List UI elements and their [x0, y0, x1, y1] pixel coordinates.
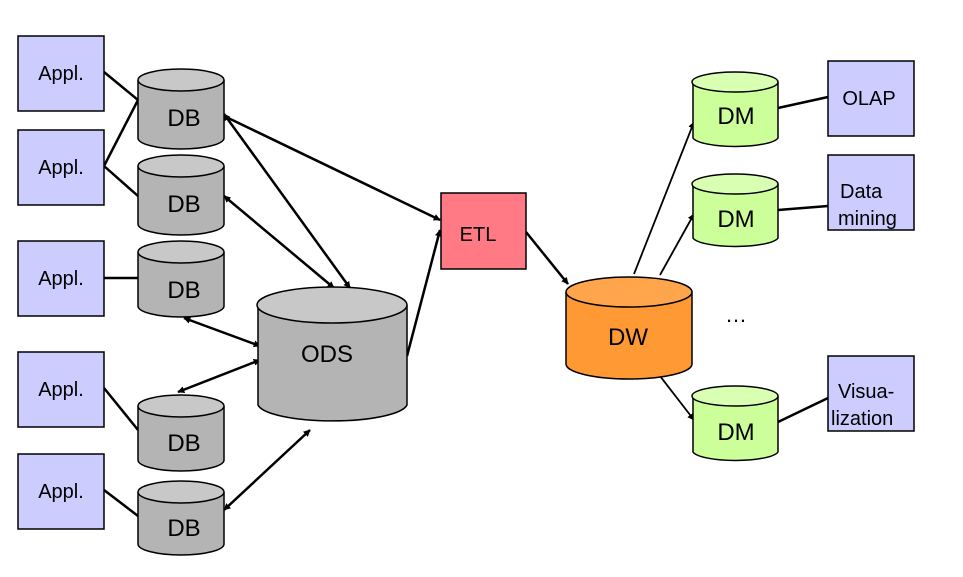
db-cylinder-2: DB — [137, 154, 225, 236]
arrow-db1-etl — [223, 114, 441, 222]
db-cylinder-3: DB — [137, 240, 225, 318]
dm-cylinder-3: DM — [691, 385, 779, 462]
application-boxes: Appl. Appl. Appl. Appl. Appl. — [17, 35, 105, 530]
analysis-tools: OLAP Data mining Visua- lization — [827, 60, 915, 432]
source-databases: DB DB DB DB DB — [137, 68, 225, 556]
arrow-dw-dm1 — [633, 121, 695, 275]
data-mining-box: Data mining — [827, 154, 915, 231]
etl-label: ETL — [460, 224, 497, 246]
link-appl1-db1 — [103, 71, 139, 101]
dm-cylinder-1: DM — [691, 71, 779, 148]
dm-cylinder-2: DM — [691, 173, 779, 248]
data-mining-label-line2: mining — [838, 208, 897, 230]
db-label: DB — [167, 277, 200, 304]
dw-cylinder: DW — [565, 276, 693, 380]
olap-label: OLAP — [842, 88, 895, 110]
arrow-db2-ods — [223, 195, 335, 289]
arrow-db5-ods — [223, 429, 311, 511]
connectors — [102, 71, 829, 517]
appl-label: Appl. — [38, 268, 84, 290]
appl-box-4: Appl. — [17, 351, 105, 428]
arrow-db3-ods — [183, 316, 261, 348]
db-label: DB — [167, 515, 200, 542]
link-appl2-db1 — [102, 99, 140, 167]
appl-label: Appl. — [38, 481, 84, 503]
db-label: DB — [167, 430, 200, 457]
more-data-marts-ellipsis: … — [725, 302, 747, 327]
db-cylinder-4: DB — [137, 394, 225, 472]
link-dm2-datamining — [777, 204, 829, 212]
dm-label: DM — [717, 419, 754, 446]
dm-label: DM — [717, 206, 754, 233]
arrow-ods-etl — [405, 229, 442, 357]
appl-label: Appl. — [38, 379, 84, 401]
arrow-dw-dm3 — [659, 375, 695, 421]
appl-box-1: Appl. — [17, 35, 105, 112]
appl-box-5: Appl. — [17, 453, 105, 530]
visualization-label-line1: Visua- — [838, 381, 894, 403]
db-label: DB — [167, 191, 200, 218]
arrow-db1-ods — [222, 113, 352, 289]
db-cylinder-5: DB — [137, 480, 225, 556]
db-cylinder-1: DB — [137, 68, 225, 150]
link-dm1-olap — [777, 95, 829, 110]
db-label: DB — [167, 105, 200, 132]
ods-cylinder: ODS — [256, 286, 408, 422]
appl-label: Appl. — [38, 63, 84, 85]
dm-label: DM — [717, 103, 754, 130]
appl-box-2: Appl. — [17, 129, 105, 206]
appl-box-3: Appl. — [17, 240, 105, 317]
etl-box: ETL — [440, 192, 527, 270]
link-appl2-db2 — [103, 165, 139, 197]
arrow-db4-ods — [177, 358, 261, 394]
appl-label: Appl. — [38, 157, 84, 179]
link-dm3-visualization — [777, 396, 829, 424]
data-marts: DM DM DM — [691, 71, 779, 462]
link-appl5-db5 — [103, 489, 139, 517]
data-mining-label-line1: Data — [840, 181, 883, 203]
link-appl4-db4 — [103, 387, 139, 431]
olap-box: OLAP — [827, 60, 915, 137]
arrow-dw-dm2 — [659, 213, 695, 276]
ods-label: ODS — [301, 341, 353, 368]
visualization-box: Visua- lization — [827, 355, 915, 432]
arrow-etl-dw — [525, 231, 569, 285]
dw-label: DW — [608, 324, 648, 351]
visualization-label-line2: lization — [831, 408, 893, 430]
